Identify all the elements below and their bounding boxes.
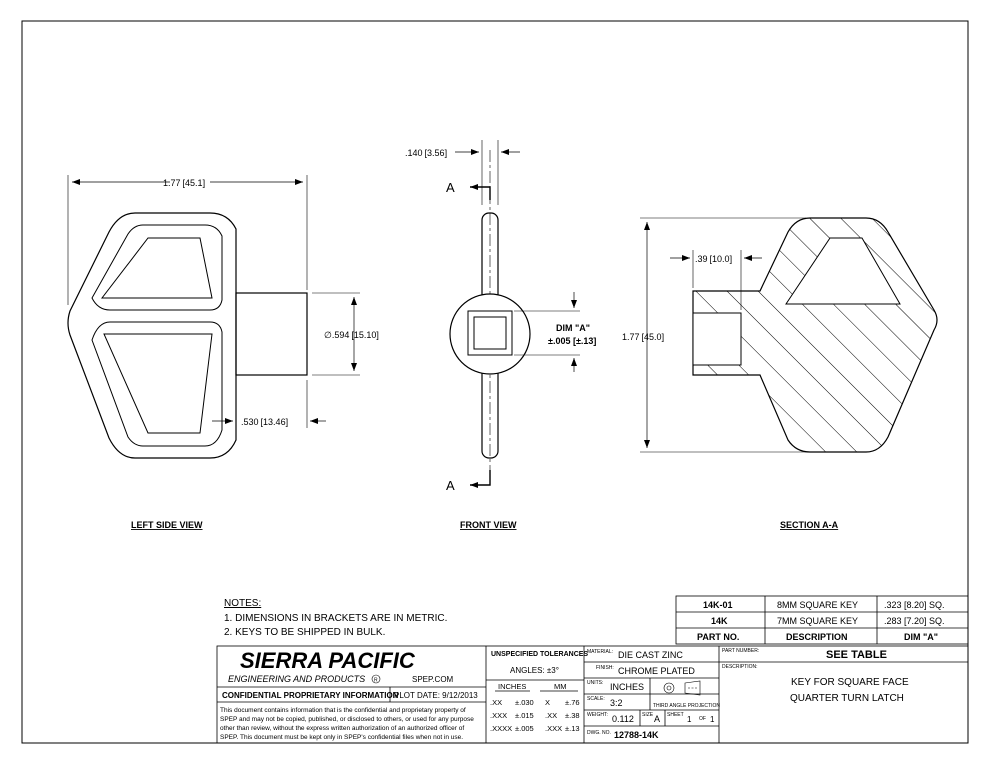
lower-opening-outer <box>91 321 223 447</box>
section-mark-bottom: A <box>446 478 455 493</box>
tolerances-angles: ANGLES: ±3° <box>510 666 559 675</box>
material-value: DIE CAST ZINC <box>618 650 683 660</box>
part-table <box>675 595 969 645</box>
view-title-left: LEFT SIDE VIEW <box>131 520 203 530</box>
plot-date: PLOT DATE: 9/12/2013 <box>394 691 478 700</box>
projection-label: THIRD ANGLE PROJECTION <box>653 703 720 709</box>
of-label: OF <box>699 716 706 722</box>
tol-r3-c3: .XXX <box>545 724 562 733</box>
part-row1-desc: 8MM SQUARE KEY <box>777 600 858 610</box>
upper-opening-outer <box>91 224 223 311</box>
registered-mark: R <box>374 678 378 684</box>
scale-value: 3:2 <box>610 698 623 708</box>
part-hdr-dim: DIM "A" <box>904 632 938 642</box>
tol-r3-c1: .XXXX <box>490 724 512 733</box>
part-row2-dim: .283 [7.20] SQ. <box>884 616 945 626</box>
tol-r1-c2: ±.030 <box>515 698 534 707</box>
company-sub: ENGINEERING AND PRODUCTS <box>228 674 365 684</box>
part-row2-desc: 7MM SQUARE KEY <box>777 616 858 626</box>
description-line-2: QUARTER TURN LATCH <box>790 693 904 704</box>
part-number-value: SEE TABLE <box>826 649 887 661</box>
section-view <box>640 217 938 453</box>
tol-r1-c1: .XX <box>490 698 502 707</box>
size-label: SIZE <box>642 712 654 718</box>
of-value: 1 <box>710 715 715 724</box>
units-value: INCHES <box>610 682 644 692</box>
boss <box>235 292 308 376</box>
part-row1-dim: .323 [8.20] SQ. <box>884 600 945 610</box>
title-block <box>216 645 969 744</box>
disclaimer-line-4: SPEP. This document must be kept only in… <box>220 734 463 741</box>
tol-r2-c4: ±.38 <box>565 711 580 720</box>
square-socket-inner <box>473 316 507 350</box>
left-side-view <box>67 175 360 459</box>
tol-r3-c4: ±.13 <box>565 724 580 733</box>
dim-left-width: 1.77[45.1] <box>163 178 205 188</box>
tol-inches-header: INCHES <box>498 682 526 691</box>
view-title-section: SECTION A-A <box>780 520 839 530</box>
disclaimer-line-3: other than review, without the express w… <box>220 725 464 732</box>
part-row2-no: 14K <box>711 616 728 626</box>
upper-opening-inner <box>100 237 213 299</box>
size-value: A <box>654 714 660 724</box>
dim-section-height: 1.77[45.0] <box>622 332 664 342</box>
part-row1-no: 14K-01 <box>703 600 733 610</box>
tol-r2-c1: .XXX <box>490 711 507 720</box>
tol-mm-header: MM <box>554 682 567 691</box>
dim-a-label: DIM "A" <box>556 323 590 333</box>
tol-r1-c3: X <box>545 698 550 707</box>
finish-value: CHROME PLATED <box>618 666 695 676</box>
dim-section-depth: .39[10.0] <box>695 254 732 264</box>
notes-heading: NOTES: <box>224 598 261 609</box>
front-view <box>449 140 580 488</box>
company-name: SIERRA PACIFIC <box>240 648 416 673</box>
confidential-label: CONFIDENTIAL PROPRIETARY INFORMATION <box>222 691 399 700</box>
finish-label: FINISH: <box>596 665 614 671</box>
description-line-1: KEY FOR SQUARE FACE <box>791 677 909 688</box>
tol-r3-c2: ±.005 <box>515 724 534 733</box>
boss-circle <box>449 293 531 375</box>
note-1: 1. DIMENSIONS IN BRACKETS ARE IN METRIC. <box>224 613 447 624</box>
section-socket <box>692 312 742 366</box>
disclaimer-line-1: This document contains information that … <box>220 707 466 714</box>
tol-r1-c4: ±.76 <box>565 698 580 707</box>
company-website: SPEP.COM <box>412 675 454 684</box>
weight-label: WEIGHT: <box>587 712 608 718</box>
section-opening <box>785 237 901 305</box>
dwg-label: DWG. NO. <box>587 730 611 736</box>
tol-r2-c2: ±.015 <box>515 711 534 720</box>
material-label: MATERIAL: <box>587 649 613 655</box>
note-2: 2. KEYS TO BE SHIPPED IN BULK. <box>224 627 385 638</box>
weight-value: 0.112 <box>612 714 634 724</box>
square-socket-outer <box>467 310 513 356</box>
disclaimer-line-2: SPEP and may not be copied, published, o… <box>220 716 474 723</box>
part-number-label: PART NUMBER: <box>722 648 759 654</box>
part-hdr-no: PART NO. <box>697 632 739 642</box>
registered-icon <box>371 674 381 684</box>
dwg-value: 12788-14K <box>614 730 659 740</box>
dim-left-diameter: ∅.594[15.10] <box>324 330 379 340</box>
part-hdr-desc: DESCRIPTION <box>786 632 848 642</box>
tolerances-title: UNSPECIFIED TOLERANCES <box>491 651 588 658</box>
section-mark-top: A <box>446 180 455 195</box>
key-outline <box>67 212 237 459</box>
lower-opening-inner <box>103 333 213 434</box>
sheet-value: 1 <box>687 715 692 724</box>
dim-left-boss: .530[13.46] <box>241 417 288 427</box>
dim-a-tolerance: ±.005 [±.13] <box>548 336 596 346</box>
dim-front-thickness: .140[3.56] <box>405 148 447 158</box>
units-label: UNITS: <box>587 680 603 686</box>
sheet-label: SHEET <box>667 712 684 718</box>
third-angle-projection-icon <box>663 680 701 696</box>
view-title-front: FRONT VIEW <box>460 520 517 530</box>
tol-r2-c3: .XX <box>545 711 557 720</box>
section-outline <box>692 217 938 453</box>
scale-label: SCALE: <box>587 696 605 702</box>
description-label: DESCRIPTION: <box>722 664 758 670</box>
